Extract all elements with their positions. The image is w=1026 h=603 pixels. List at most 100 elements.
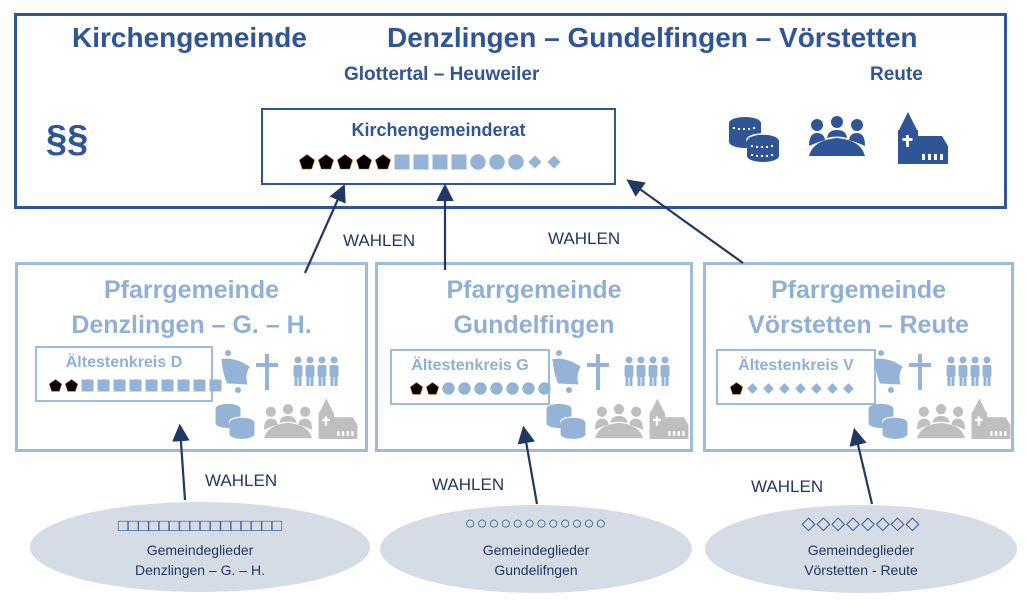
members-label: Gemeindeglieder bbox=[807, 542, 915, 558]
diamond-member-icon bbox=[547, 155, 561, 169]
elders-members bbox=[49, 379, 225, 392]
diamond-member-icon bbox=[827, 383, 838, 394]
diamond-member-icon bbox=[528, 155, 542, 169]
subtitle-reute: Reute bbox=[870, 64, 923, 85]
church-icon bbox=[971, 398, 1011, 439]
meeting-icon bbox=[917, 404, 965, 439]
circle-member-icon bbox=[506, 382, 519, 395]
diamond-member-icon bbox=[843, 383, 854, 394]
parish-title-line1: Pfarrgemeinde bbox=[770, 276, 947, 304]
diamond-member-icon bbox=[763, 383, 774, 394]
family-icon bbox=[293, 356, 339, 386]
cross-icon bbox=[256, 354, 278, 390]
square-member-icon bbox=[209, 379, 222, 392]
square-member-icon bbox=[81, 379, 94, 392]
pentagon-member-icon bbox=[337, 154, 353, 170]
circle-member-icon bbox=[474, 382, 487, 395]
square-member-icon bbox=[97, 379, 110, 392]
square-member-icon bbox=[145, 379, 158, 392]
members-symbols: □□□□□□□□□□□□□□□□ bbox=[117, 516, 283, 535]
diamond-member-icon bbox=[779, 383, 790, 394]
circle-member-icon bbox=[508, 154, 524, 170]
circle-member-icon bbox=[522, 382, 535, 395]
pentagon-member-icon bbox=[299, 154, 315, 170]
circle-member-icon bbox=[490, 382, 503, 395]
kirchengemeinderat-title: Kirchengemeinderat bbox=[351, 120, 526, 140]
wahlen-label-2: WAHLEN bbox=[548, 229, 621, 248]
pentagon-member-icon bbox=[356, 154, 372, 170]
meeting-icon bbox=[595, 404, 643, 439]
parish-title-line2: Gundelfingen bbox=[453, 311, 615, 339]
elders-box-v: Ältestenkreis V bbox=[716, 349, 876, 405]
wahlen-label-4: WAHLEN bbox=[432, 475, 505, 494]
circle-member-icon bbox=[470, 154, 486, 170]
meeting-icon bbox=[809, 116, 865, 156]
square-member-icon bbox=[394, 154, 410, 170]
square-member-icon bbox=[451, 154, 467, 170]
church-icon bbox=[898, 112, 948, 164]
pentagon-member-icon bbox=[730, 382, 744, 395]
diamond-member-icon bbox=[811, 383, 822, 394]
square-member-icon bbox=[113, 379, 126, 392]
square-member-icon bbox=[161, 379, 174, 392]
elders-members bbox=[730, 382, 858, 395]
cross-icon bbox=[909, 354, 931, 390]
pentagon-member-icon bbox=[65, 379, 79, 392]
circle-member-icon bbox=[538, 382, 551, 395]
coins-icon bbox=[868, 403, 909, 439]
members-sublabel: Gundelifngen bbox=[494, 562, 578, 578]
pentagon-member-icon bbox=[49, 379, 63, 392]
elders-box-d: Ältestenkreis D bbox=[35, 346, 222, 402]
elders-title: Ältestenkreis D bbox=[65, 354, 183, 371]
coins-icon bbox=[215, 403, 256, 439]
pentagon-member-icon bbox=[375, 154, 391, 170]
title-kirchengemeinde: Kirchengemeinde bbox=[72, 22, 307, 53]
council-members bbox=[299, 154, 565, 170]
meeting-icon bbox=[264, 404, 312, 439]
family-icon bbox=[946, 356, 992, 386]
square-member-icon bbox=[193, 379, 206, 392]
square-member-icon bbox=[177, 379, 190, 392]
square-member-icon bbox=[129, 379, 142, 392]
title-parishes: Denzlingen – Gundelfingen – Vörstetten bbox=[387, 22, 918, 53]
pentagon-member-icon bbox=[318, 154, 334, 170]
church-icon bbox=[649, 398, 689, 439]
parish-title-line1: Pfarrgemeinde bbox=[103, 276, 280, 304]
members-label: Gemeindeglieder bbox=[482, 542, 590, 558]
kirchengemeinderat-box: Kirchengemeinderat bbox=[261, 108, 616, 185]
members-ellipse-gundelfingen: ○○○○○○○○○○○○ Gemeindeglieder Gundelifnge… bbox=[380, 505, 692, 593]
parish-title-line2: Vörstetten – Reute bbox=[748, 311, 969, 339]
circle-member-icon bbox=[442, 382, 455, 395]
pentagon-member-icon bbox=[426, 382, 440, 395]
members-ellipse-denzlingen: □□□□□□□□□□□□□□□□ Gemeindeglieder Denzlin… bbox=[30, 502, 370, 592]
members-sublabel: Vörstetten - Reute bbox=[804, 562, 918, 578]
coins-icon bbox=[546, 403, 587, 439]
members-symbols: ○○○○○○○○○○○○ bbox=[464, 513, 608, 533]
elders-box-g: Ältestenkreis G bbox=[390, 349, 551, 405]
wahlen-label-3: WAHLEN bbox=[205, 471, 278, 490]
elders-members bbox=[410, 382, 554, 395]
bell-icon bbox=[552, 350, 581, 393]
bell-icon bbox=[874, 350, 903, 393]
subtitle-glottertal: Glottertal – Heuweiler bbox=[344, 64, 540, 85]
elders-title: Ältestenkreis V bbox=[738, 357, 854, 374]
diamond-member-icon bbox=[795, 383, 806, 394]
circle-member-icon bbox=[489, 154, 505, 170]
parish-title-line1: Pfarrgemeinde bbox=[446, 276, 622, 304]
members-symbols: ◇◇◇◇◇◇◇◇ bbox=[801, 513, 921, 533]
paragraph-icon: §§ bbox=[46, 118, 89, 160]
square-member-icon bbox=[432, 154, 448, 170]
kirchengemeinde-box bbox=[14, 13, 1007, 209]
elders-title: Ältestenkreis G bbox=[411, 357, 529, 374]
parish-title-line2: Denzlingen – G. – H. bbox=[71, 311, 312, 339]
members-ellipse-voerstetten: ◇◇◇◇◇◇◇◇ Gemeindeglieder Vörstetten - Re… bbox=[705, 505, 1017, 593]
members-sublabel: Denzlingen – G. – H. bbox=[135, 562, 265, 578]
pentagon-member-icon bbox=[410, 382, 424, 395]
square-member-icon bbox=[413, 154, 429, 170]
bell-icon bbox=[221, 350, 250, 393]
family-icon bbox=[624, 356, 670, 386]
diamond-member-icon bbox=[747, 383, 758, 394]
wahlen-label-5: WAHLEN bbox=[751, 477, 824, 496]
members-label: Gemeindeglieder bbox=[146, 542, 254, 558]
cross-icon bbox=[587, 354, 609, 390]
